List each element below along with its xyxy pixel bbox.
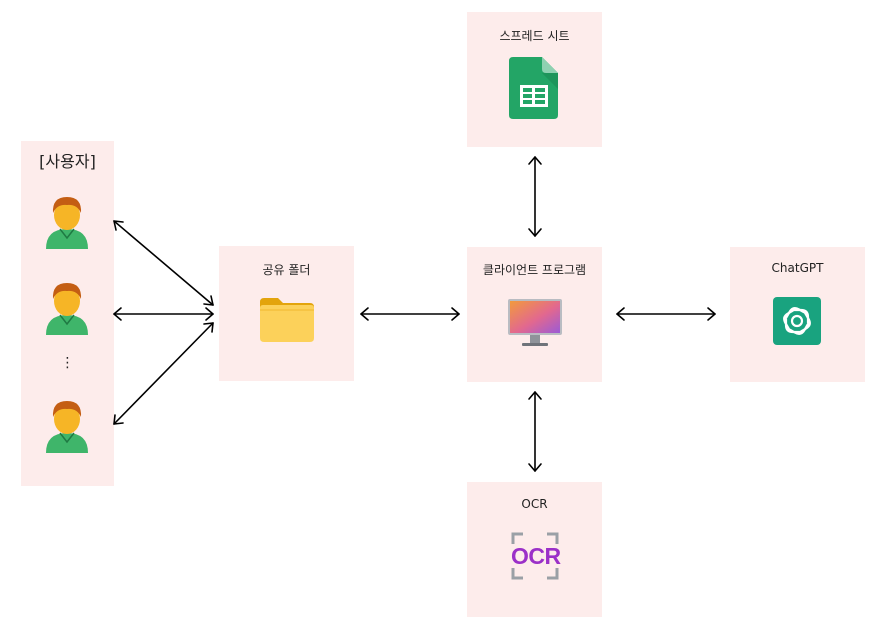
ocr-icon-text: OCR: [511, 543, 561, 569]
shared-folder-box: 공유 폴더: [219, 246, 354, 381]
chatgpt-icon: [773, 297, 821, 345]
google-sheets-icon: [509, 57, 558, 119]
shared-folder-label: 공유 폴더: [262, 263, 311, 277]
ocr-label: OCR: [521, 497, 548, 511]
monitor-icon: [508, 299, 562, 346]
client-program-box: 클라이언트 프로그램: [467, 247, 602, 382]
user-icon: [46, 197, 88, 249]
arrow-user1-folder: [113, 220, 214, 306]
chatgpt-box: ChatGPT: [730, 247, 865, 382]
users-title: [사용자]: [39, 152, 96, 171]
spreadsheet-label: 스프레드 시트: [499, 29, 570, 43]
ocr-icon: OCR: [511, 532, 561, 580]
users-box: [사용자] ⋮: [21, 141, 114, 486]
client-program-label: 클라이언트 프로그램: [482, 263, 587, 277]
folder-icon: [260, 298, 314, 342]
ocr-box: OCR OCR: [467, 482, 602, 617]
user-icon: [46, 283, 88, 335]
chatgpt-label: ChatGPT: [771, 261, 824, 275]
users-ellipsis: ⋮: [60, 355, 75, 371]
arrow-user3-folder: [113, 322, 214, 425]
spreadsheet-box: 스프레드 시트: [467, 12, 602, 147]
user-icon: [46, 401, 88, 453]
